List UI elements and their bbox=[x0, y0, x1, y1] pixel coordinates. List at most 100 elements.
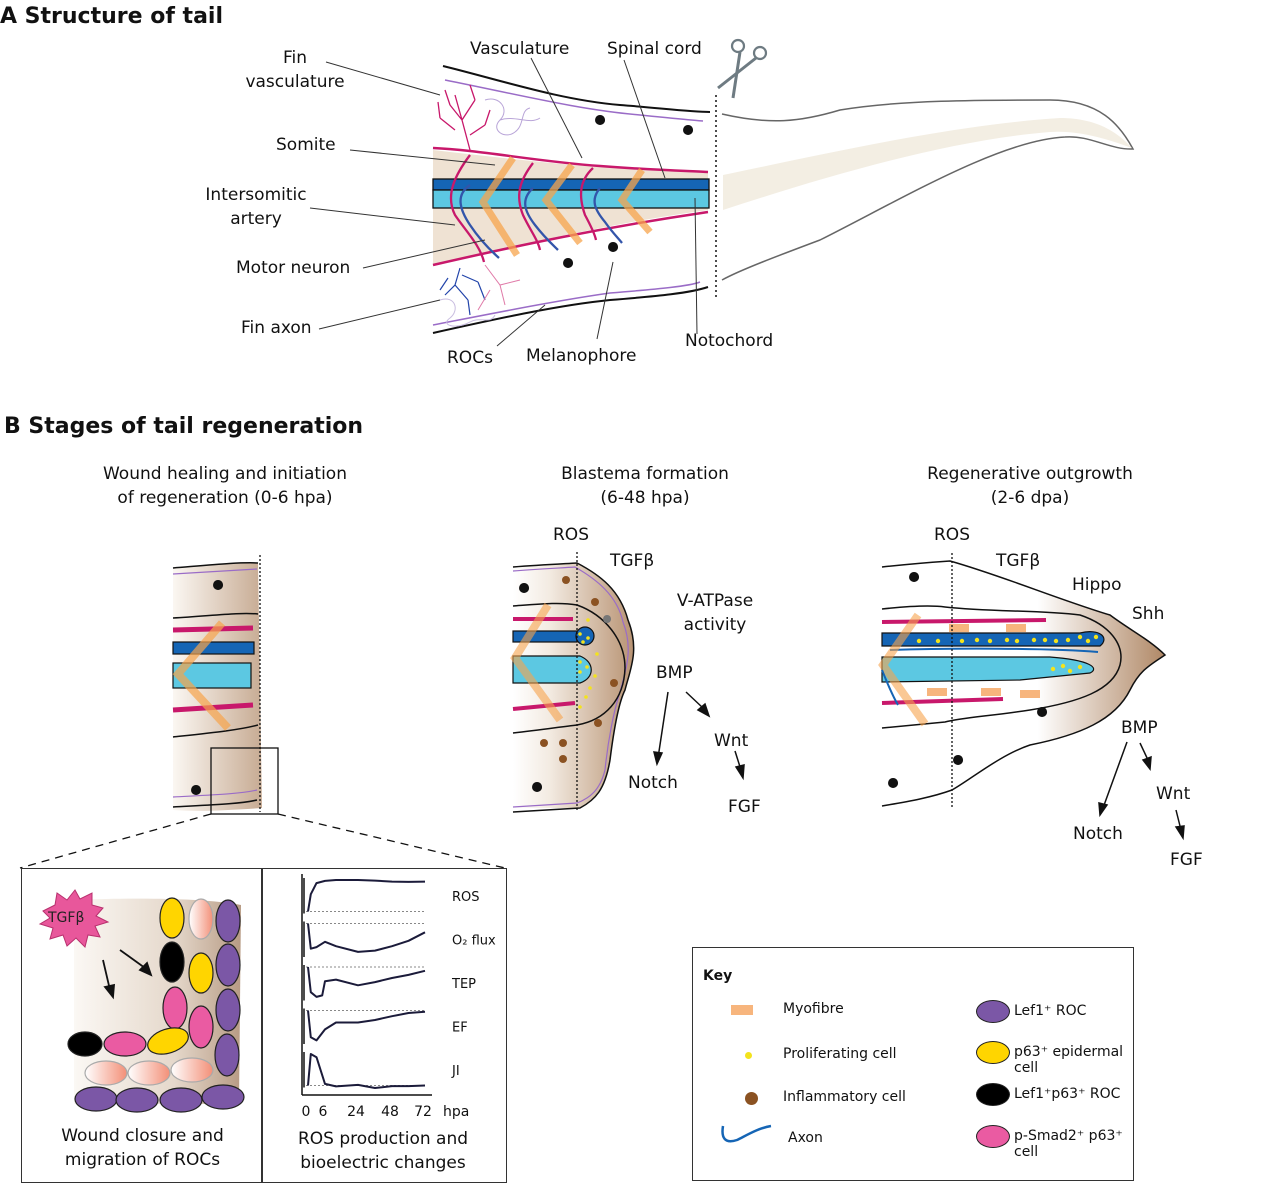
intersomitic-arteries bbox=[449, 154, 598, 263]
label-intersomitic-line2: artery bbox=[230, 209, 282, 229]
label-melanophore: Melanophore bbox=[526, 346, 637, 366]
stage-3-title-line2: (2-6 dpa) bbox=[990, 488, 1070, 508]
key-item-axon: Axon bbox=[788, 1130, 823, 1146]
stage-2-blastema-tissue bbox=[510, 552, 745, 813]
stage-3-title-line1: Regenerative outgrowth bbox=[927, 464, 1133, 484]
tgfb-badge-label: TGFβ bbox=[48, 910, 85, 926]
label-fin-vasculature-line1: Fin bbox=[282, 48, 308, 68]
melanophores bbox=[563, 115, 694, 268]
inflammatory-cell-dot bbox=[745, 1092, 758, 1105]
lef1-p63-roc-swatch bbox=[976, 1083, 1010, 1106]
leader-lines bbox=[309, 57, 698, 347]
stage-3-fgf: FGF bbox=[1170, 850, 1203, 870]
key-item-lef1-roc: Lef1⁺ ROC bbox=[1014, 1003, 1087, 1019]
proliferating-cell-dot bbox=[745, 1052, 752, 1059]
label-intersomitic-line1: Intersomitic bbox=[205, 185, 307, 205]
myofibre-swatch bbox=[731, 1005, 753, 1015]
key-item-inflammatory: Inflammatory cell bbox=[783, 1089, 906, 1105]
stage-3-wnt: Wnt bbox=[1156, 784, 1191, 804]
label-somite: Somite bbox=[276, 135, 336, 155]
stage-2-wnt: Wnt bbox=[714, 731, 749, 751]
fin-vasculature-bottom bbox=[477, 264, 521, 311]
key-item-myofibre: Myofibre bbox=[783, 1001, 844, 1017]
label-fin-axon: Fin axon bbox=[241, 318, 312, 338]
amputated-notochord-trace bbox=[723, 118, 1132, 210]
stage-2-tgfb: TGFβ bbox=[610, 551, 655, 571]
stage-2-vatpase-line2: activity bbox=[683, 615, 747, 635]
label-rocs: ROCs bbox=[447, 348, 493, 368]
scissors-icon bbox=[717, 38, 768, 99]
inset-divider bbox=[261, 869, 263, 1182]
inflammatory-cells-stage-2 bbox=[540, 576, 618, 763]
key-title: Key bbox=[703, 968, 733, 984]
notochord bbox=[432, 189, 710, 209]
stage-2-title-line1: Blastema formation bbox=[561, 464, 729, 484]
stage-2-title-line2: (6-48 hpa) bbox=[600, 488, 690, 508]
label-fin-vasculature: Fin vasculature bbox=[240, 46, 350, 94]
amputated-tail-outline bbox=[721, 99, 1135, 281]
label-vasculature: Vasculature bbox=[470, 39, 570, 59]
stage-2-notch: Notch bbox=[628, 773, 678, 793]
key-item-p63-epidermal: p63⁺ epidermal cell bbox=[1014, 1044, 1124, 1076]
stage-2-vatpase: V-ATPase activity bbox=[660, 589, 770, 637]
inset-left-caption-line1: Wound closure and bbox=[61, 1126, 224, 1146]
stage-3-title: Regenerative outgrowth (2-6 dpa) bbox=[900, 462, 1160, 510]
zoom-region-box bbox=[210, 747, 279, 815]
p63-epidermal-swatch bbox=[976, 1041, 1010, 1064]
roc-line-bottom bbox=[432, 281, 701, 326]
key-item-proliferating: Proliferating cell bbox=[783, 1046, 897, 1062]
roc-line-top bbox=[444, 79, 704, 122]
inset-left-caption-line2: migration of ROCs bbox=[64, 1150, 221, 1170]
fin-axon-branches bbox=[439, 267, 486, 316]
stage-3-hippo: Hippo bbox=[1072, 575, 1122, 595]
key-item-p-smad2: p-Smad2⁺ p63⁺ cell bbox=[1014, 1128, 1123, 1160]
fin-vasculature bbox=[437, 84, 491, 151]
stage-2-bmp: BMP bbox=[656, 663, 693, 683]
stage-2-vatpase-line1: V-ATPase bbox=[676, 591, 754, 611]
label-fin-vasculature-line2: vasculature bbox=[245, 72, 345, 92]
key-item-lef1-p63-roc: Lef1⁺p63⁺ ROC bbox=[1014, 1086, 1121, 1102]
inset-left-caption: Wound closure and migration of ROCs bbox=[30, 1124, 255, 1172]
lef1-roc-swatch bbox=[976, 1000, 1010, 1023]
motor-neurons bbox=[459, 184, 623, 259]
stage-2-signal-arrows bbox=[653, 691, 745, 781]
stage-1-wound-tissue bbox=[19, 555, 506, 869]
stages-diagram bbox=[19, 552, 1185, 869]
stage-3-notch: Notch bbox=[1073, 824, 1123, 844]
myofibres-stage-3 bbox=[927, 624, 1040, 698]
tail-structure-diagram bbox=[309, 38, 1135, 347]
panel-b-title: B Stages of tail regeneration bbox=[4, 414, 364, 439]
inset-right-caption-line2: bioelectric changes bbox=[300, 1153, 466, 1173]
label-motor-neuron: Motor neuron bbox=[236, 258, 351, 278]
stage-1-title-line2: of regeneration (0-6 hpa) bbox=[117, 488, 333, 508]
stage-2-title: Blastema formation (6-48 hpa) bbox=[520, 462, 770, 510]
tail-outline-top bbox=[442, 65, 711, 113]
stage-1-title-line1: Wound healing and initiation bbox=[102, 464, 347, 484]
label-intersomitic-artery: Intersomitic artery bbox=[196, 183, 316, 231]
fin-axon-mesh-top bbox=[484, 98, 541, 136]
tail-outline-bottom bbox=[432, 286, 709, 334]
proliferating-cells-stage-2 bbox=[578, 618, 599, 709]
inset-right-caption: ROS production and bioelectric changes bbox=[268, 1127, 498, 1175]
stage-2-ros: ROS bbox=[553, 525, 589, 545]
vasculature-bottom bbox=[432, 210, 709, 267]
label-notochord: Notochord bbox=[685, 331, 774, 351]
stage-2-fgf: FGF bbox=[728, 797, 761, 817]
wound-inset-panel bbox=[21, 868, 507, 1183]
vasculature-top bbox=[432, 146, 709, 174]
stage-3-ros: ROS bbox=[934, 525, 970, 545]
myofibre-chevrons bbox=[478, 156, 653, 257]
stage-3-bmp: BMP bbox=[1121, 718, 1158, 738]
inset-right-caption-line1: ROS production and bbox=[297, 1129, 469, 1149]
stage-3-signal-arrows bbox=[1098, 741, 1185, 841]
panel-a-title: A Structure of tail bbox=[0, 4, 223, 29]
p-smad2-swatch bbox=[976, 1125, 1010, 1148]
label-spinal-cord: Spinal cord bbox=[607, 39, 702, 59]
stage-1-title: Wound healing and initiation of regenera… bbox=[80, 462, 370, 510]
key-legend: Key Myofibre Proliferating cell Inflamma… bbox=[692, 947, 1134, 1181]
axon-line bbox=[721, 1124, 772, 1143]
stage-3-tgfb: TGFβ bbox=[996, 551, 1041, 571]
stage-3-outgrowth-tissue bbox=[878, 553, 1185, 841]
stage-3-shh: Shh bbox=[1132, 604, 1165, 624]
proliferating-cells-stage-3 bbox=[916, 634, 1099, 674]
